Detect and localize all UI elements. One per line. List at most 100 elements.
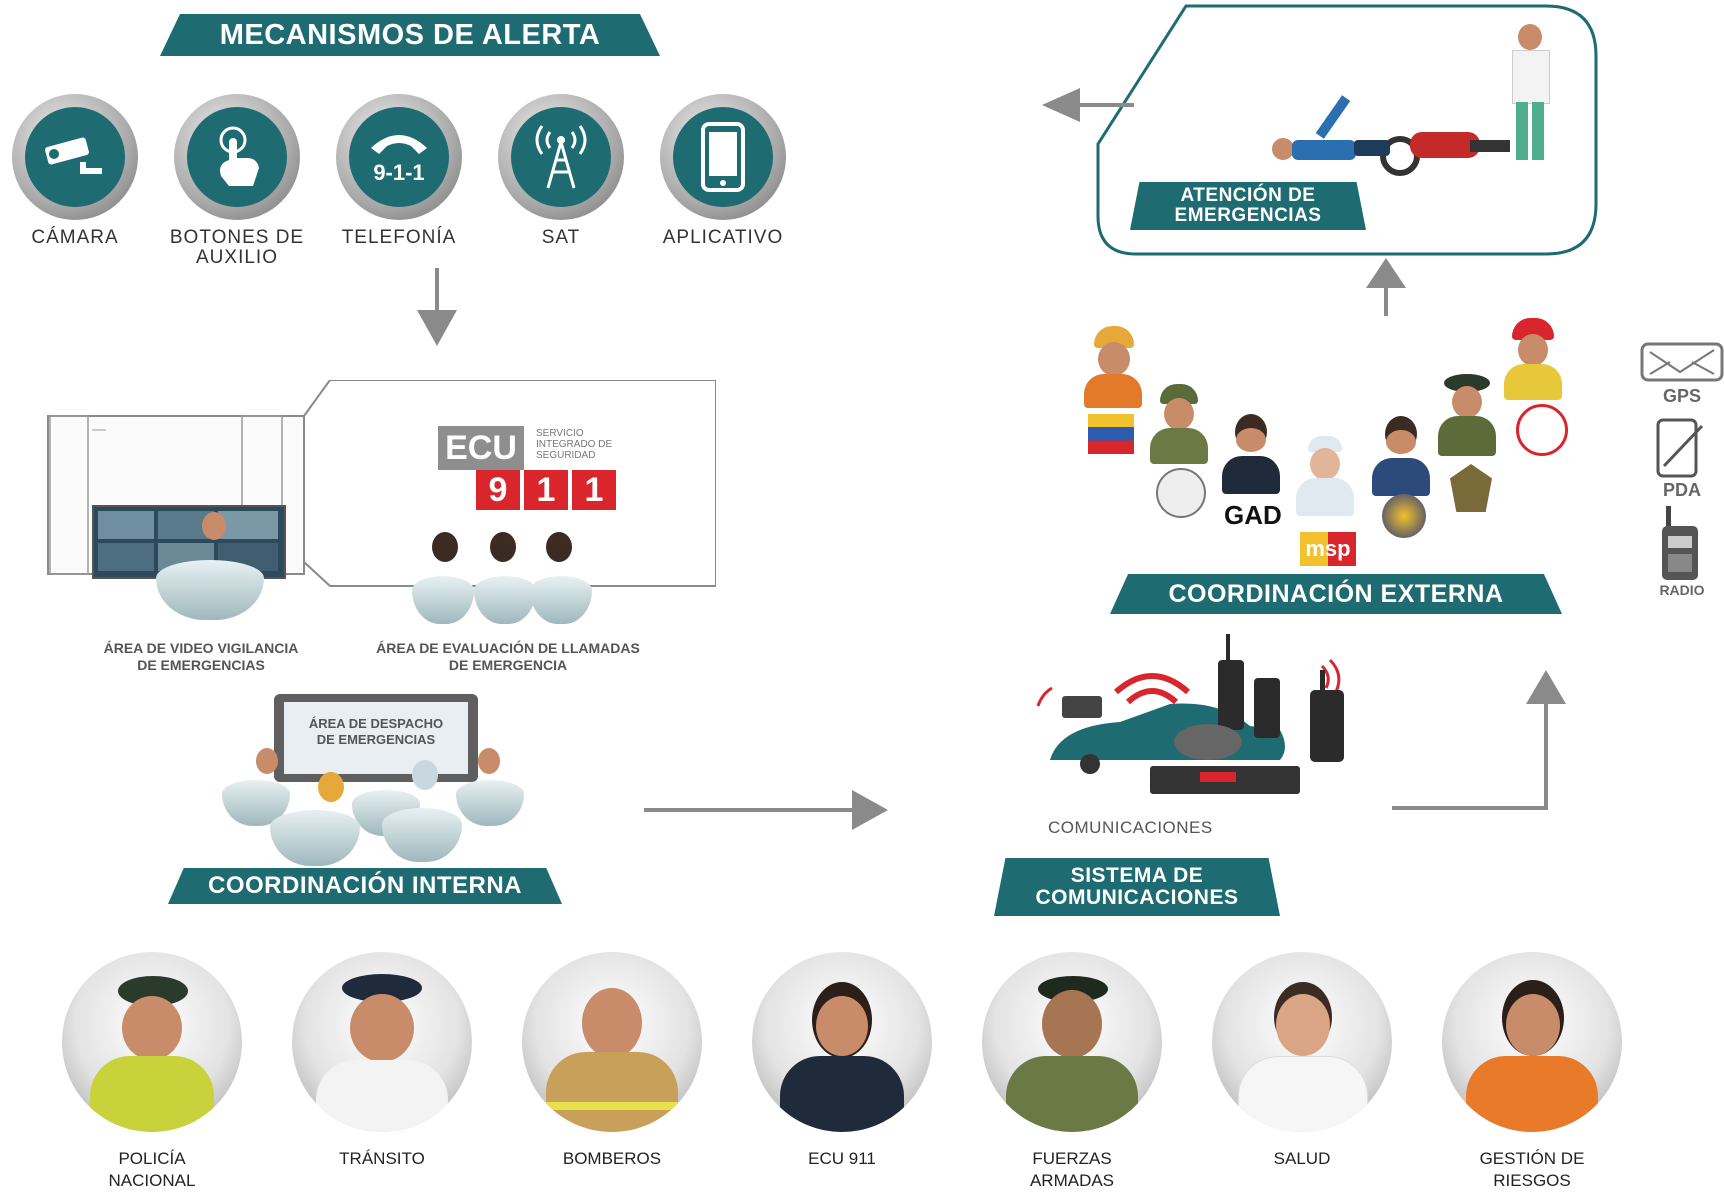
logo-digit-3: 1 [572, 470, 616, 510]
up-arrow-icon [1526, 670, 1566, 704]
motorcycle [1380, 122, 1510, 176]
communications-label: COMUNICACIONES [1048, 818, 1213, 837]
up-arrow-shaft [1384, 284, 1388, 316]
transit-label: TRÁNSITO [339, 1149, 425, 1168]
dispatch-area-label: ÁREA DE DESPACHO DE EMERGENCIAS [308, 716, 444, 747]
radio-label: RADIO [1659, 582, 1705, 598]
firefighter-figure [1504, 318, 1562, 400]
ecu911-circle [752, 952, 932, 1132]
pda-icon [1656, 418, 1704, 478]
call-operator-2 [490, 532, 516, 562]
sat-circle [498, 94, 624, 220]
external-agencies-group: GAD msp [1076, 318, 1576, 568]
police-figure [1372, 416, 1430, 496]
right-arrow-icon [852, 790, 888, 830]
firefighter-emblem [1516, 404, 1568, 456]
alert-mechanisms-banner: MECANISMOS DE ALERTA [160, 14, 660, 56]
down-arrow-icon [417, 310, 457, 346]
touch-button-icon [219, 126, 259, 186]
down-arrow-shaft [435, 268, 439, 314]
paramedic-figure [1508, 24, 1552, 164]
external-coordination-banner: COORDINACIÓN EXTERNA [1110, 574, 1562, 614]
call-desk-3 [530, 576, 592, 624]
call-operator-1 [432, 532, 458, 562]
panic-button-circle [174, 94, 300, 220]
comm-system-banner: SISTEMA DE COMUNICACIONES [994, 858, 1280, 916]
radio-icon [1662, 506, 1698, 580]
logo-digit-1: 9 [476, 470, 520, 510]
video-desk [156, 560, 264, 620]
phone-badge: 9-1-1 [373, 160, 425, 185]
risk-management-emblem [1088, 414, 1134, 454]
police-circle [62, 952, 242, 1132]
left-arrow-icon [1042, 88, 1080, 122]
logo-service-text: SERVICIO INTEGRADO DE SEGURIDAD [536, 428, 613, 461]
dispatch-operator-1 [256, 748, 278, 774]
telephony-circle: 9-1-1 [336, 94, 462, 220]
victim-figure [1272, 95, 1392, 164]
elbow-arrow-horizontal [1392, 806, 1548, 810]
sat-label: SAT [541, 227, 581, 248]
gad-label: GAD [1224, 500, 1282, 530]
police-label: POLICÍA NACIONAL [108, 1149, 196, 1190]
antenna-icon [535, 125, 587, 189]
risk-management-circle [1442, 952, 1622, 1132]
armed-forces-emblem [1156, 468, 1206, 518]
dispatch-operator-3 [412, 760, 438, 790]
transit-circle [292, 952, 472, 1132]
right-arrow-shaft [644, 808, 854, 812]
ecu911-logo: ECU SERVICIO INTEGRADO DE SEGURIDAD 9 1 … [438, 426, 638, 518]
soldier-figure [1150, 384, 1208, 464]
up-arrow-small-icon [1366, 258, 1406, 288]
call-operator-3 [546, 532, 572, 562]
ecu911-label: ECU 911 [808, 1149, 876, 1168]
health-circle [1212, 952, 1392, 1132]
traffic-emblem [1382, 494, 1426, 538]
gps-label: GPS [1662, 386, 1701, 406]
camera-label: CÁMARA [31, 227, 119, 248]
video-area-label: ÁREA DE VIDEO VIGILANCIA DE EMERGENCIAS [103, 640, 299, 673]
firefighter-person [582, 988, 642, 1058]
gps-icon [1640, 342, 1724, 382]
dispatch-desk-3 [456, 780, 524, 826]
app-label: APLICATIVO [662, 227, 784, 248]
telephony-label: TELEFONÍA [341, 227, 457, 248]
video-operator-head [202, 512, 226, 540]
communications-illustration [1036, 634, 1344, 794]
camera-circle [12, 94, 138, 220]
risk-management-label: GESTIÓN DE RIESGOS [1479, 1149, 1585, 1190]
call-desk-2 [474, 576, 536, 624]
dispatch-desk-4 [270, 810, 360, 866]
camera-icon [45, 137, 102, 174]
dispatch-screen: ÁREA DE DESPACHO DE EMERGENCIAS [274, 694, 478, 782]
health-figure [1296, 436, 1354, 516]
firefighters-label: BOMBEROS [562, 1149, 662, 1168]
calls-area-label: ÁREA DE EVALUACIÓN DE LLAMADAS DE EMERGE… [376, 640, 640, 673]
accident-scene [1270, 24, 1570, 194]
smartphone-icon [701, 122, 745, 192]
dispatch-operator-2 [318, 772, 344, 802]
dispatch-operator-4 [478, 748, 500, 774]
armed-forces-label: FUERZAS ARMADAS [1029, 1149, 1115, 1190]
msp-logo: msp [1300, 532, 1356, 566]
logo-digit-2: 1 [524, 470, 568, 510]
app-circle [660, 94, 786, 220]
firefighters-circle [522, 952, 702, 1132]
attention-banner: ATENCIÓN DE EMERGENCIAS [1130, 182, 1366, 230]
pda-label: PDA [1662, 480, 1701, 500]
health-label: SALUD [1273, 1149, 1331, 1168]
phone-911-icon [371, 135, 427, 154]
dispatch-desk-5 [382, 808, 462, 862]
elbow-arrow-vertical [1544, 700, 1548, 810]
worker-figure [1084, 326, 1142, 408]
call-desk-1 [412, 576, 474, 624]
traffic-figure [1438, 374, 1496, 456]
logo-ecu-box: ECU [438, 426, 524, 470]
official-figure [1222, 414, 1280, 494]
left-arrow-shaft [1078, 103, 1134, 107]
internal-coordination-banner: COORDINACIÓN INTERNA [168, 868, 562, 904]
police-emblem [1450, 464, 1492, 512]
armed-forces-circle [982, 952, 1162, 1132]
video-wall [92, 505, 286, 579]
panic-button-label: BOTONES DE AUXILIO [169, 227, 305, 268]
